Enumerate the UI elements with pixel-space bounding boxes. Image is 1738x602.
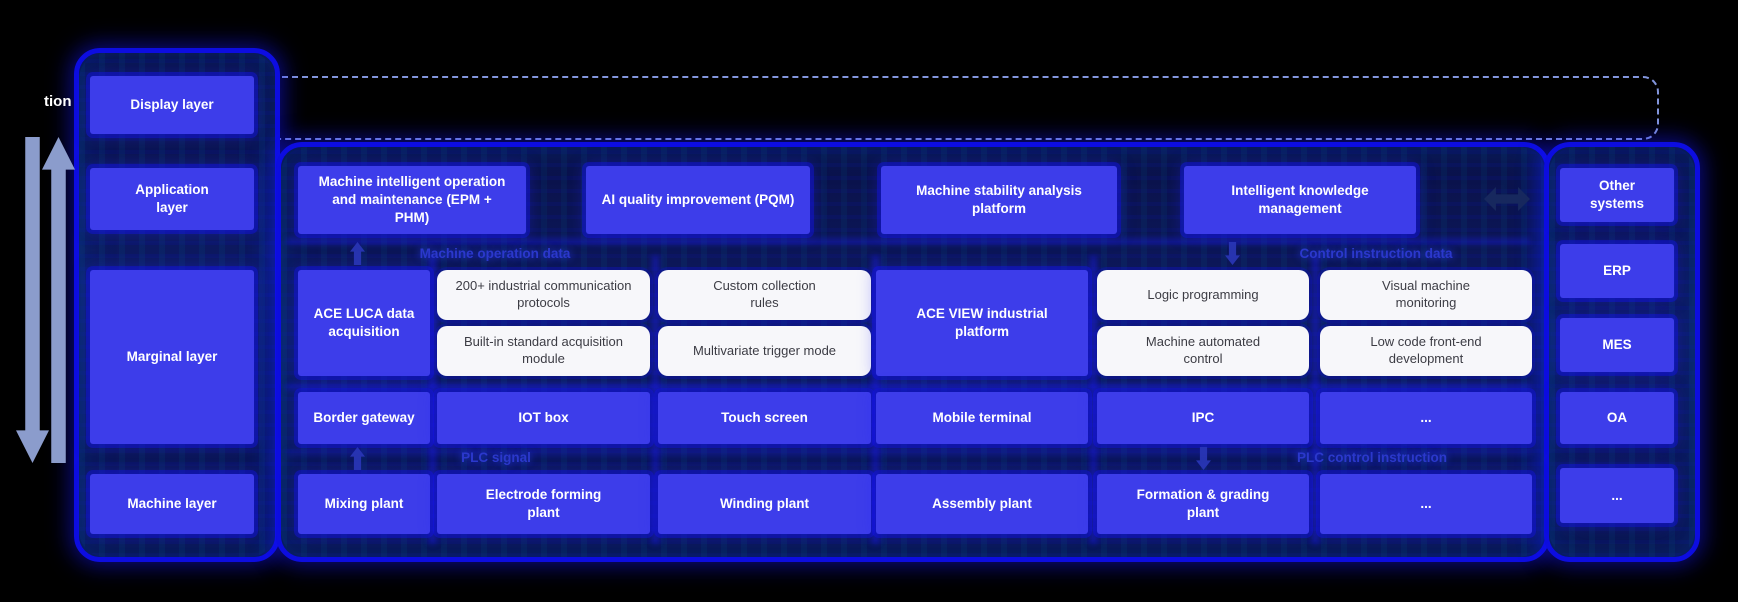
edge-box-ace-luca: ACE LUCA data acquisition xyxy=(298,270,430,376)
layer-box-machine: Machine layer xyxy=(90,474,254,534)
row-separator xyxy=(286,384,1530,390)
system-box-more: ... xyxy=(1560,468,1674,523)
column-separator xyxy=(872,256,879,544)
plant-box-formation-grading: Formation & grading plant xyxy=(1097,474,1309,534)
app-box-pqm: AI quality improvement (PQM) xyxy=(586,166,810,234)
plant-box-mixing: Mixing plant xyxy=(298,474,430,534)
plant-box-winding: Winding plant xyxy=(658,474,871,534)
bidirectional-arrow-icon xyxy=(1484,187,1530,211)
edge-box-ace-view: ACE VIEW industrial platform xyxy=(876,270,1088,376)
upward-flow-arrow xyxy=(42,137,75,463)
flow-label-control-instruction-data: Control instruction data xyxy=(1299,246,1453,261)
capability-box-low-code: Low code front-end development xyxy=(1320,326,1532,376)
layer-box-display: Display layer xyxy=(90,76,254,134)
layer-box-application: Application layer xyxy=(90,168,254,230)
system-box-erp: ERP xyxy=(1560,244,1674,298)
capability-box-machine-automated: Machine automated control xyxy=(1097,326,1309,376)
system-box-mes: MES xyxy=(1560,318,1674,372)
plant-box-more: ... xyxy=(1320,474,1532,534)
device-box-border-gateway: Border gateway xyxy=(298,392,430,444)
truncated-label: tion xyxy=(44,93,72,110)
flow-label-plc-control-instruction: PLC control instruction xyxy=(1297,450,1447,465)
device-box-touch-screen: Touch screen xyxy=(658,392,871,444)
downward-flow-arrow xyxy=(16,137,49,463)
device-box-iot-box: IOT box xyxy=(437,392,650,444)
device-box-ipc: IPC xyxy=(1097,392,1309,444)
capability-box-visual-monitoring: Visual machine monitoring xyxy=(1320,270,1532,320)
flow-label-machine-operation-data: Machine operation data xyxy=(419,246,571,261)
capability-box-protocols: 200+ industrial communication protocols xyxy=(437,270,650,320)
capability-box-custom-rules: Custom collection rules xyxy=(658,270,871,320)
layer-box-marginal: Marginal layer xyxy=(90,270,254,444)
capability-box-builtin-module: Built-in standard acquisition module xyxy=(437,326,650,376)
flow-label-plc-signal: PLC signal xyxy=(461,450,531,465)
row-separator xyxy=(286,450,1530,456)
display-layer-extension-dashed-outline xyxy=(262,76,1659,140)
column-separator xyxy=(429,256,436,544)
app-box-epm-phm: Machine intelligent operation and mainte… xyxy=(298,166,526,234)
device-box-mobile-terminal: Mobile terminal xyxy=(876,392,1088,444)
column-separator xyxy=(652,256,659,544)
row-separator xyxy=(286,238,1530,244)
column-separator xyxy=(1090,256,1097,544)
app-box-knowledge: Intelligent knowledge management xyxy=(1184,166,1416,234)
plant-box-assembly: Assembly plant xyxy=(876,474,1088,534)
app-box-stability: Machine stability analysis platform xyxy=(881,166,1117,234)
plant-box-electrode-forming: Electrode forming plant xyxy=(437,474,650,534)
other-systems-box: Other systems xyxy=(1560,168,1674,222)
system-box-oa: OA xyxy=(1560,392,1674,444)
column-separator xyxy=(1312,256,1319,544)
device-box-more: ... xyxy=(1320,392,1532,444)
capability-box-multivariate: Multivariate trigger mode xyxy=(658,326,871,376)
capability-box-logic-programming: Logic programming xyxy=(1097,270,1309,320)
